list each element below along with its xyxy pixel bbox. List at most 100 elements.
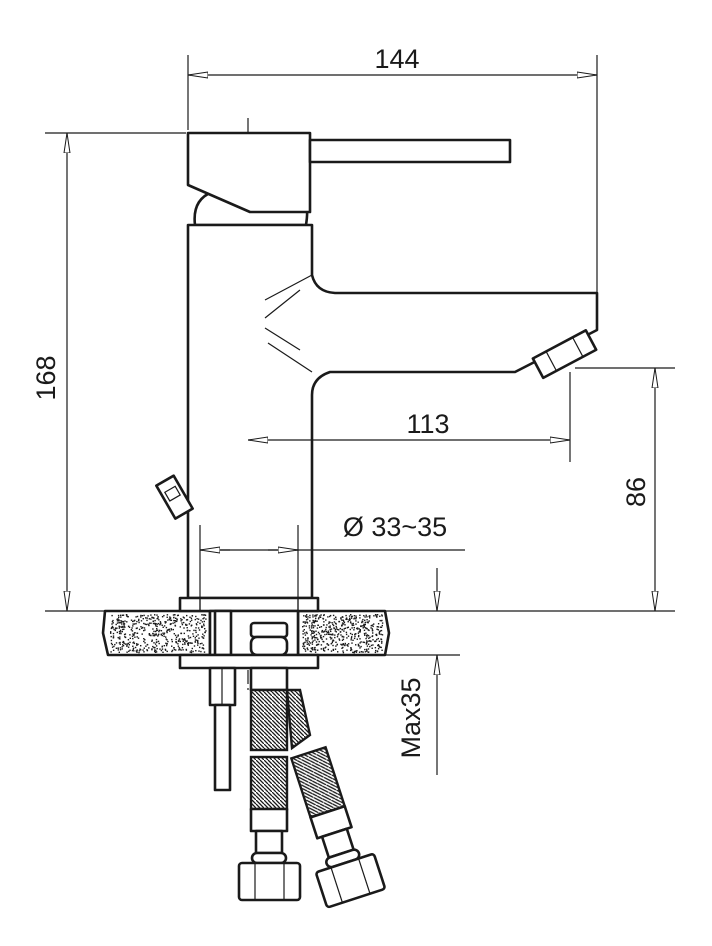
stipple-dot — [363, 641, 365, 644]
stipple-dot — [183, 638, 186, 640]
stipple-dot — [341, 639, 344, 641]
stipple-dot — [373, 615, 375, 617]
stipple-dot — [321, 631, 323, 633]
stipple-dot — [324, 633, 326, 636]
stipple-dot — [150, 622, 152, 624]
stipple-dot — [172, 622, 174, 624]
stipple-dot — [321, 638, 323, 641]
stipple-dot — [202, 614, 205, 616]
stipple-dot — [324, 630, 326, 632]
stipple-dot — [198, 637, 200, 639]
stipple-dot — [169, 617, 171, 620]
stipple-dot — [148, 618, 151, 620]
stipple-dot — [197, 641, 199, 643]
stipple-dot — [372, 632, 374, 634]
stipple-dot — [332, 644, 334, 647]
stipple-dot — [307, 639, 309, 641]
stipple-dot — [313, 632, 315, 634]
spout-body — [186, 223, 599, 600]
stipple-dot — [166, 643, 168, 645]
stipple-dot — [174, 634, 177, 637]
stipple-dot — [201, 636, 203, 638]
stipple-dot — [166, 630, 168, 633]
stipple-dot — [366, 641, 368, 643]
stipple-dot — [380, 629, 383, 632]
stipple-dot — [311, 627, 313, 629]
stipple-dot — [194, 637, 196, 639]
stipple-dot — [381, 640, 383, 643]
stipple-dot — [140, 614, 142, 617]
stipple-dot — [355, 651, 358, 653]
base-flange — [178, 596, 320, 613]
stipple-dot — [130, 629, 133, 631]
stipple-dot — [153, 617, 155, 619]
stipple-dot — [326, 631, 329, 634]
stipple-dot — [305, 621, 307, 623]
stipple-dot — [362, 618, 364, 621]
stipple-dot — [181, 647, 184, 649]
stipple-dot — [341, 624, 343, 627]
stipple-dot — [376, 626, 378, 628]
stipple-dot — [120, 632, 122, 635]
stipple-dot — [165, 626, 168, 629]
stipple-dot — [186, 640, 188, 642]
stipple-dot — [191, 647, 193, 650]
stipple-dot — [110, 642, 113, 645]
stipple-dot — [183, 621, 185, 624]
stipple-dot — [355, 644, 357, 646]
stipple-dot — [157, 622, 160, 625]
stipple-dot — [203, 617, 205, 619]
stipple-dot — [189, 651, 191, 653]
stipple-dot — [195, 623, 198, 625]
stipple-dot — [367, 643, 370, 645]
stipple-dot — [133, 642, 136, 645]
stipple-dot — [314, 637, 317, 639]
stipple-dot — [315, 641, 318, 643]
stipple-dot — [351, 627, 353, 629]
stipple-dot — [368, 637, 370, 639]
stipple-dot — [343, 630, 345, 632]
stipple-dot — [311, 622, 313, 624]
stipple-dot — [380, 620, 383, 622]
stipple-dot — [358, 651, 361, 653]
stipple-dot — [156, 629, 159, 631]
stipple-dot — [155, 634, 157, 636]
stipple-dot — [365, 614, 367, 616]
stipple-dot — [309, 620, 311, 622]
stipple-dot — [350, 637, 353, 639]
stipple-dot — [310, 634, 312, 636]
stipple-dot — [360, 651, 363, 653]
stipple-dot — [154, 623, 156, 625]
stipple-dot — [118, 651, 120, 653]
stipple-dot — [353, 629, 355, 631]
stipple-dot — [155, 630, 157, 633]
stipple-dot — [183, 627, 185, 629]
stipple-dot — [157, 640, 160, 643]
stipple-dot — [126, 621, 128, 623]
stipple-dot — [124, 636, 126, 638]
stipple-dot — [366, 627, 368, 630]
stipple-dot — [366, 650, 368, 652]
stipple-dot — [325, 638, 328, 640]
stipple-dot — [176, 620, 178, 623]
stipple-dot — [114, 643, 116, 646]
stipple-dot — [356, 628, 359, 630]
stipple-dot — [175, 638, 177, 640]
stipple-dot — [380, 638, 382, 640]
stipple-dot — [164, 648, 167, 651]
stipple-dot — [185, 623, 187, 626]
stipple-dot — [367, 629, 369, 631]
stipple-dot — [161, 616, 164, 618]
stipple-dot — [181, 619, 183, 621]
stipple-dot — [129, 637, 131, 639]
stipple-dot — [159, 648, 161, 650]
stipple-dot — [369, 617, 371, 619]
dimension-label-reach: 113 — [406, 409, 449, 439]
stipple-dot — [328, 633, 330, 635]
stipple-dot — [317, 618, 320, 620]
stipple-dot — [316, 614, 318, 616]
popup-lever — [155, 474, 194, 520]
stipple-dot — [152, 634, 154, 637]
stipple-dot — [140, 620, 143, 622]
stipple-dot — [348, 619, 350, 621]
